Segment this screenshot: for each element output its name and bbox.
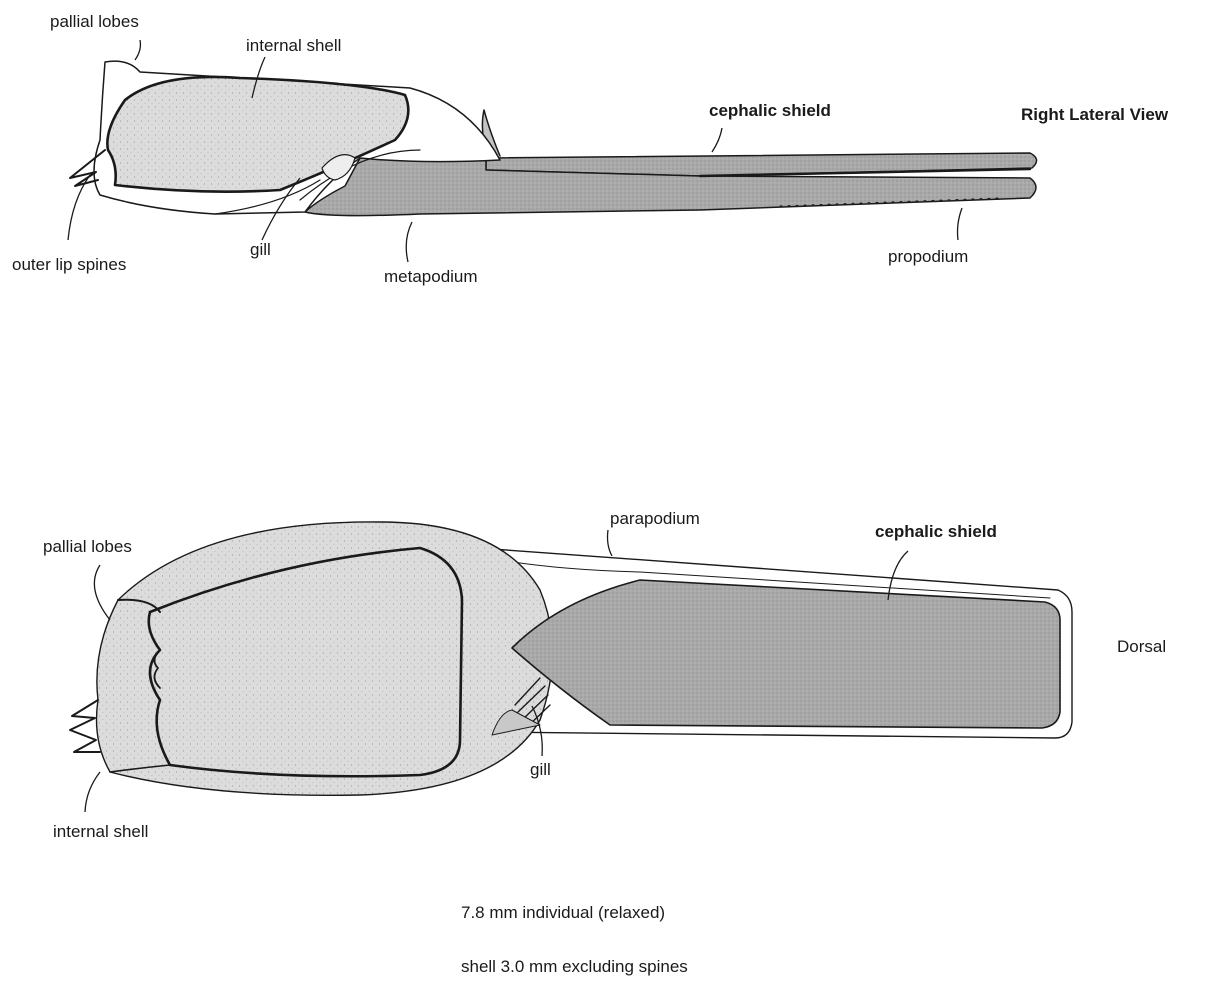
dorsal-cephalic-shield bbox=[512, 580, 1060, 728]
label-lateral-cephalic-shield: cephalic shield bbox=[709, 101, 831, 121]
label-dorsal-pallial-lobes: pallial lobes bbox=[43, 537, 132, 557]
label-dorsal-cephalic-shield: cephalic shield bbox=[875, 522, 997, 542]
label-lateral-internal-shell: internal shell bbox=[246, 36, 341, 56]
label-lateral-gill: gill bbox=[250, 240, 271, 260]
lateral-view-drawing bbox=[70, 61, 1037, 215]
label-lateral-metapodium: metapodium bbox=[384, 267, 478, 287]
label-lateral-pallial-lobes: pallial lobes bbox=[50, 12, 139, 32]
label-dorsal-gill: gill bbox=[530, 760, 551, 780]
label-lateral-outer-lip-spines: outer lip spines bbox=[12, 255, 126, 275]
label-dorsal-parapodium: parapodium bbox=[610, 509, 700, 529]
caption-shell-size: shell 3.0 mm excluding spines bbox=[461, 957, 688, 977]
label-dorsal-internal-shell: internal shell bbox=[53, 822, 148, 842]
dorsal-view-drawing bbox=[70, 522, 1072, 795]
label-lateral-propodium: propodium bbox=[888, 247, 968, 267]
caption-specimen-size: 7.8 mm individual (relaxed) bbox=[461, 903, 665, 923]
lateral-view-title: Right Lateral View bbox=[1021, 105, 1168, 125]
dorsal-view-title: Dorsal bbox=[1117, 637, 1166, 657]
dorsal-spines bbox=[70, 700, 100, 752]
